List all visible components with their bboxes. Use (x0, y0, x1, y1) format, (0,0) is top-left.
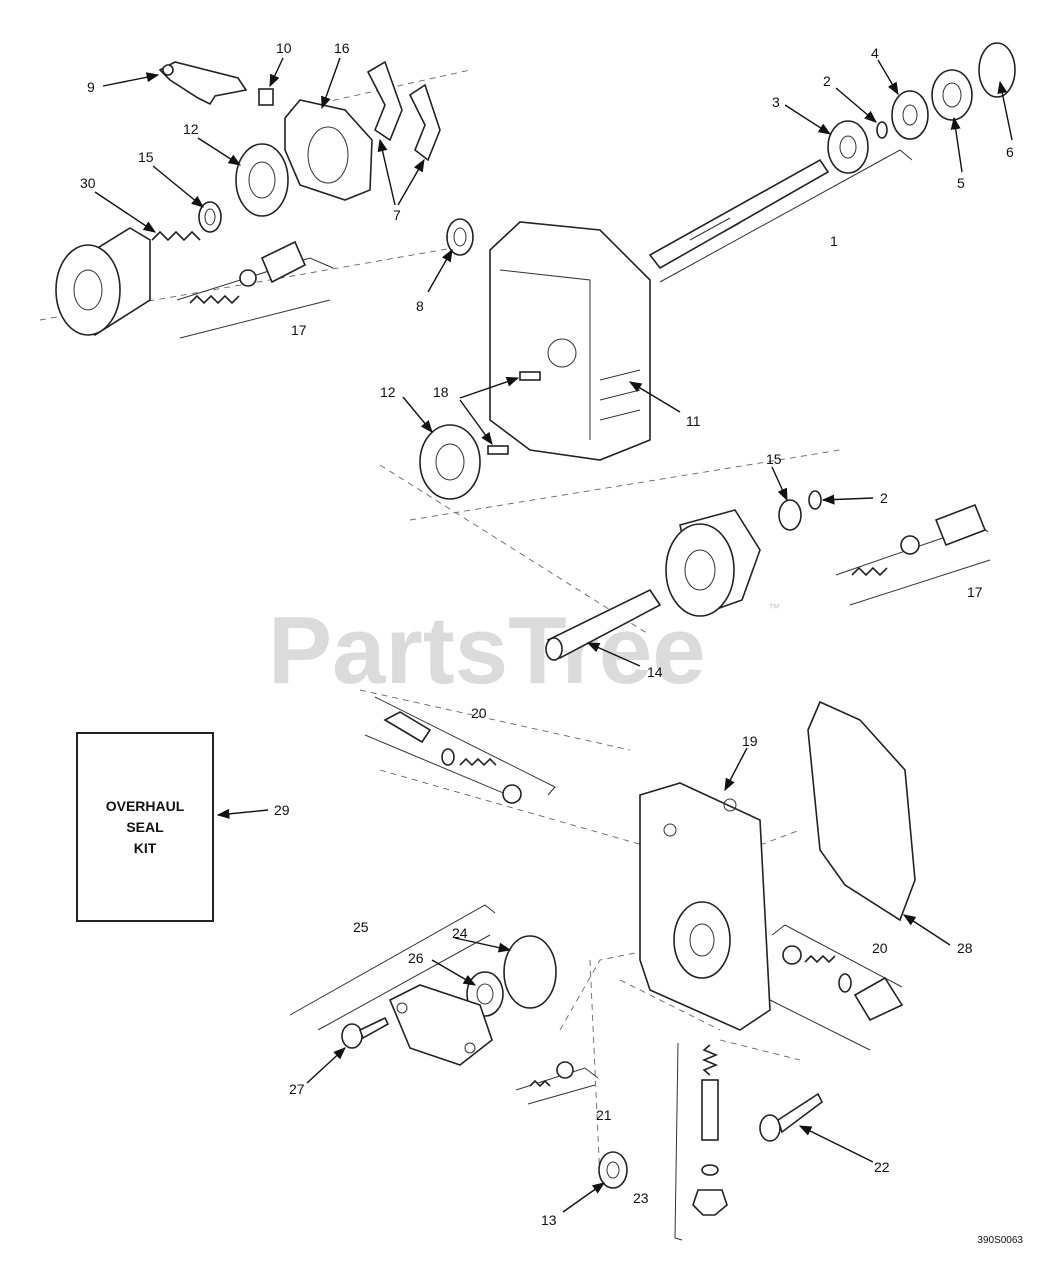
callout-29: 29 (274, 802, 290, 818)
part-spring-ball-21 (529, 1061, 574, 1088)
part-check-valve-17-upper (189, 240, 307, 305)
callout-18: 18 (433, 384, 449, 400)
part-washer-4 (891, 90, 929, 140)
part-input-shaft-1 (648, 158, 830, 270)
part-seal-13 (598, 1151, 628, 1189)
part-snap-ring-2-upper (876, 121, 888, 139)
callout-12-upper: 12 (183, 121, 199, 137)
part-swashplate-16 (284, 99, 373, 201)
callout-11: 11 (686, 413, 701, 429)
callout-21: 21 (596, 1107, 612, 1123)
part-relief-valve-20-lower (782, 945, 904, 1022)
part-snap-ring-2-lower (808, 490, 822, 510)
part-control-shaft-9 (158, 61, 248, 106)
callout-5: 5 (957, 175, 965, 191)
part-motor-shaft-14 (545, 588, 662, 661)
group-brackets (176, 149, 991, 1241)
callout-17-lower: 17 (967, 584, 983, 600)
overhaul-seal-kit-box: OVERHAUL SEAL KIT (76, 732, 214, 922)
part-pump-cover-25 (388, 984, 493, 1066)
callout-14: 14 (647, 664, 663, 680)
part-pins-18 (487, 371, 541, 455)
part-seal-5 (931, 69, 973, 121)
part-bearing-12-upper (235, 143, 289, 217)
watermark-trademark: ™ (768, 601, 780, 615)
part-key-10 (258, 88, 274, 106)
part-valve-stack-23 (692, 1044, 728, 1216)
callout-15-upper: 15 (138, 149, 154, 165)
part-relief-valve-20-upper (383, 711, 522, 804)
part-washer-15-upper (198, 201, 222, 233)
callout-10: 10 (276, 40, 292, 56)
callout-22: 22 (874, 1159, 890, 1175)
callout-20-lower: 20 (872, 940, 888, 956)
leader-lines (94, 57, 1013, 1213)
part-bearing-3 (827, 120, 869, 174)
callout-23: 23 (633, 1190, 649, 1206)
part-end-cap-19 (639, 782, 771, 1031)
callout-numbers: 9 10 16 12 15 30 7 8 17 12 18 11 3 2 4 5… (80, 40, 1014, 1228)
callout-2-upper: 2 (823, 73, 831, 89)
part-o-ring-24 (503, 935, 557, 1009)
kit-line-2: SEAL (126, 818, 164, 835)
part-cylinder-block-lower (665, 509, 761, 617)
callout-12-lower: 12 (380, 384, 396, 400)
part-center-housing-11 (489, 221, 651, 461)
part-cylinder-block-upper (55, 227, 151, 336)
part-seal-8 (446, 218, 474, 256)
callout-26: 26 (408, 950, 424, 966)
callout-3: 3 (772, 94, 780, 110)
part-spring-30 (151, 230, 201, 242)
part-bearing-12-lower (419, 424, 481, 500)
callout-16: 16 (334, 40, 350, 56)
callout-30: 30 (80, 175, 96, 191)
kit-line-1: OVERHAUL (105, 797, 185, 814)
callout-25: 25 (353, 919, 369, 935)
part-bearing-halves-7 (366, 60, 441, 162)
callout-24: 24 (452, 925, 468, 941)
drawing-code: 390S0063 (977, 1235, 1023, 1246)
callout-19: 19 (742, 733, 758, 749)
callout-9: 9 (87, 79, 95, 95)
callout-27: 27 (289, 1081, 305, 1097)
part-washer-15-lower (778, 499, 802, 531)
callout-20-upper: 20 (471, 705, 487, 721)
kit-line-3: KIT (133, 839, 157, 856)
callout-7: 7 (393, 207, 401, 223)
callout-13: 13 (541, 1212, 557, 1228)
part-cap-screw-27 (341, 1016, 390, 1049)
part-bolt-22 (759, 1092, 824, 1142)
callout-17-upper: 17 (291, 322, 307, 338)
callout-1: 1 (830, 233, 838, 249)
part-check-valve-17-lower (851, 503, 987, 577)
part-retaining-ring-6 (978, 42, 1016, 98)
part-gasket-28 (807, 700, 916, 922)
callout-28: 28 (957, 940, 973, 956)
centerlines (39, 69, 841, 1181)
callout-2-lower: 2 (880, 490, 888, 506)
callout-4: 4 (871, 45, 879, 61)
callout-15-lower: 15 (766, 451, 782, 467)
callout-6: 6 (1006, 144, 1014, 160)
callout-8: 8 (416, 298, 424, 314)
